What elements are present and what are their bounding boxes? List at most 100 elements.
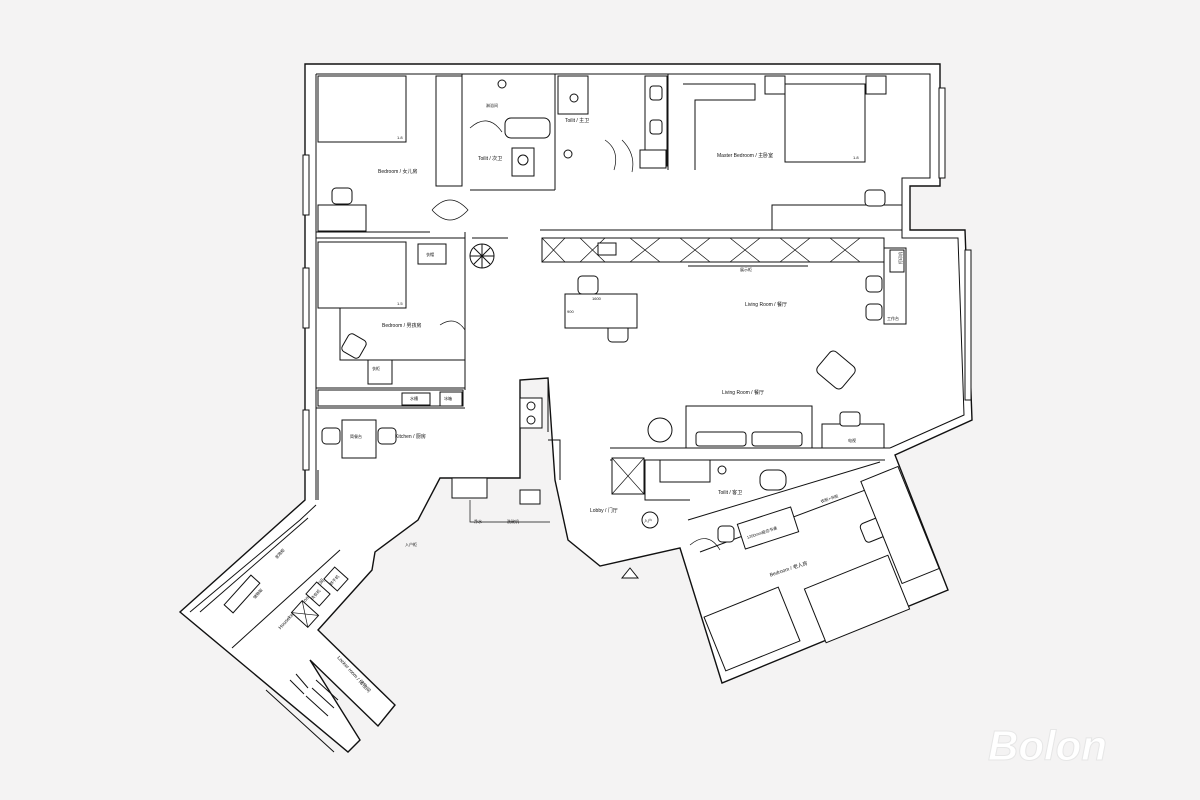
toilet-master: Toilit / 主卫	[557, 75, 668, 173]
wardrobe	[860, 465, 940, 585]
compass-icon	[469, 243, 495, 269]
storage-box	[367, 359, 393, 385]
bed-size-label: 1.5	[397, 301, 403, 306]
dining-table	[564, 293, 638, 329]
chair	[864, 189, 886, 207]
side-table	[647, 417, 673, 443]
water-outlet-label: 净水	[474, 518, 482, 524]
chair	[341, 333, 367, 359]
outer-walls	[178, 63, 973, 753]
king-bed	[784, 83, 866, 163]
entrance-badge-label: 入户	[644, 517, 652, 523]
sink-label: 水槽	[410, 395, 418, 401]
display-cabinet-label: 展示柜	[740, 266, 752, 272]
vanity	[659, 459, 711, 483]
washer	[305, 581, 331, 607]
chair	[839, 411, 861, 427]
chair	[865, 275, 883, 293]
desk	[317, 204, 367, 232]
floor-grate	[639, 149, 667, 169]
bed-size-label: 1.8	[397, 135, 403, 140]
entry-cabinet-label: 入户柜	[405, 541, 417, 547]
sink-unit	[451, 477, 488, 499]
toilet-lobby: Toilit / 客卫	[659, 459, 787, 496]
toilet-seat	[759, 469, 787, 491]
single-bed	[803, 554, 911, 644]
breakfast-bar	[341, 419, 377, 459]
shoe-cabinet	[519, 489, 541, 505]
fridge-label: 冰箱	[444, 395, 452, 401]
work-desk-label: 工作台	[887, 315, 899, 321]
breakfast-bar-label: 简餐台	[350, 433, 362, 439]
bed-size-label: 1.8	[853, 155, 859, 160]
room-label-toilet-guest: Toilit / 次卫	[478, 155, 502, 162]
bedroom-daughter: 1.8 Bedroom / 女儿房	[317, 75, 469, 232]
fridge	[439, 391, 463, 407]
sink-basin	[649, 85, 663, 101]
console	[821, 423, 885, 449]
walk-in-wardrobe	[683, 83, 756, 170]
door-swing	[431, 199, 469, 221]
nightstand	[764, 75, 786, 95]
internal-walls	[316, 74, 895, 501]
table-width: 1600	[592, 296, 602, 301]
dining-area: 1600 900	[564, 275, 638, 343]
shower-label: 淋浴间	[486, 102, 498, 108]
double-bed	[317, 75, 407, 143]
table-depth: 900	[567, 309, 574, 314]
watermark: Bolon	[988, 722, 1107, 769]
room-label-living-room-mid: Living Room / 餐厅	[722, 389, 764, 396]
room-label-kitchen: Kitchen / 厨房	[395, 433, 426, 440]
dryer	[323, 566, 349, 592]
chair	[331, 187, 353, 205]
cabinet-small-label: 衣柜	[372, 365, 380, 371]
dishwasher-label: 洗碗机	[507, 518, 519, 524]
toilet-guest: 淋浴间 Toilit / 次卫	[469, 79, 551, 177]
printer	[889, 249, 905, 273]
lobby: Lobby / 门厅 入户柜 入户	[405, 457, 721, 579]
room-label-master-bedroom: Master Bedroom / 主卧室	[717, 152, 773, 159]
room-label-lobby: Lobby / 门厅	[590, 507, 618, 514]
desk	[736, 506, 800, 550]
dresser	[771, 204, 903, 231]
sink	[401, 392, 431, 406]
single-bed	[703, 586, 801, 672]
bathtub	[504, 117, 551, 139]
door-swing	[469, 120, 503, 133]
printer-label: 打印机	[897, 252, 903, 264]
chair	[577, 275, 599, 295]
entry-arrow-icon	[620, 567, 640, 579]
nightstand	[865, 75, 887, 95]
wardrobe-elder-label: 衣柜+书柜	[820, 493, 839, 504]
wardrobe-tag: 衣帽	[426, 251, 434, 257]
armchair	[816, 350, 856, 390]
room-label-bedroom-son: Bedroom / 男孩房	[382, 322, 421, 329]
master-bedroom: 1.8 Master Bedroom / 主卧室	[683, 75, 903, 231]
cooktop	[519, 397, 543, 429]
wardrobe	[435, 75, 463, 187]
door-swing	[439, 320, 466, 355]
door-swing	[689, 538, 721, 551]
floor-drain	[717, 465, 727, 475]
room-label-toilet-lobby: Toilit / 客卫	[718, 489, 742, 496]
storage-shelves	[223, 574, 261, 614]
sink-basin	[649, 119, 663, 135]
chair	[865, 303, 883, 321]
lounge-area: Living Room / 餐厅 电视	[647, 350, 885, 449]
room-label-living-room-top: Living Room / 餐厅	[745, 301, 787, 308]
entrance-badge	[641, 511, 659, 529]
floor-drain	[497, 79, 507, 89]
work-desk-area: 打印机 工作台	[865, 247, 907, 325]
tv-wall-label: 电视	[848, 437, 856, 443]
kitchen: 冰箱 水槽 简餐台 Kitchen / 厨房 净水 洗碗机	[317, 389, 550, 524]
chair	[377, 427, 397, 445]
bedroom-son: 1.5 衣帽 Bedroom / 男孩房 衣柜	[317, 241, 466, 385]
display-cabinet-row: 展示柜	[541, 237, 885, 272]
chair	[717, 525, 735, 543]
windows	[302, 87, 972, 471]
door-swing	[604, 139, 634, 173]
room-label-toilet-master: Toilit / 主卫	[565, 117, 589, 124]
wardrobe-tag-box	[417, 243, 447, 265]
room-label-bedroom-daughter: Bedroom / 女儿房	[378, 168, 417, 175]
